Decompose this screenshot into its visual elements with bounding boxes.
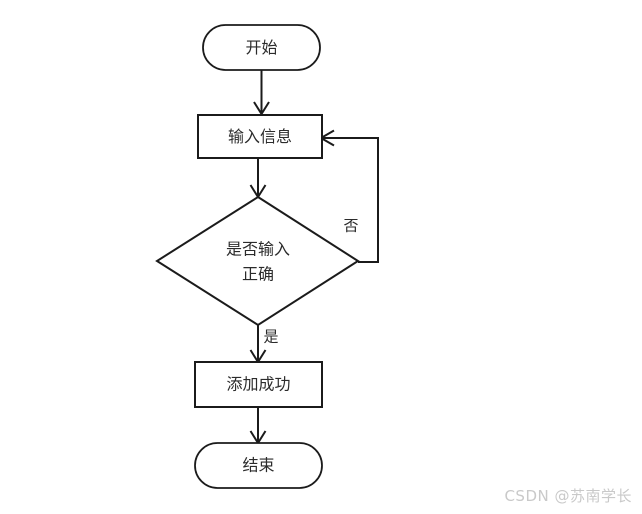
node-end[interactable]: 结束 <box>194 442 323 489</box>
node-add-success-label: 添加成功 <box>226 375 290 394</box>
edge-success-to-end <box>249 407 267 445</box>
node-add-success-shape <box>194 361 323 408</box>
watermark: CSDN @苏南学长 <box>504 487 632 505</box>
node-end-shape <box>194 442 323 489</box>
edge-line <box>322 137 379 263</box>
node-decision-input-correct[interactable]: 是否输入 正确 <box>155 195 360 327</box>
node-input-info-label: 输入信息 <box>228 127 292 146</box>
node-start-label: 开始 <box>245 38 277 57</box>
node-add-success[interactable]: 添加成功 <box>194 361 323 408</box>
edge-label-no: 否 <box>343 217 358 235</box>
node-decision-label-line2: 正确 <box>242 265 274 284</box>
node-start-shape <box>202 24 321 71</box>
node-input-info-shape <box>197 114 323 159</box>
node-start[interactable]: 开始 <box>202 24 321 71</box>
node-decision-label-line1: 是否输入 <box>226 240 290 259</box>
edge-input-to-decision <box>249 157 267 199</box>
edge-decision-yes-to-success: 是 <box>249 325 279 364</box>
edge-start-to-input <box>253 70 270 116</box>
node-input-info[interactable]: 输入信息 <box>197 114 323 159</box>
node-decision-shape <box>155 195 360 327</box>
edge-label-yes: 是 <box>263 328 278 346</box>
node-end-label: 结束 <box>242 456 274 475</box>
